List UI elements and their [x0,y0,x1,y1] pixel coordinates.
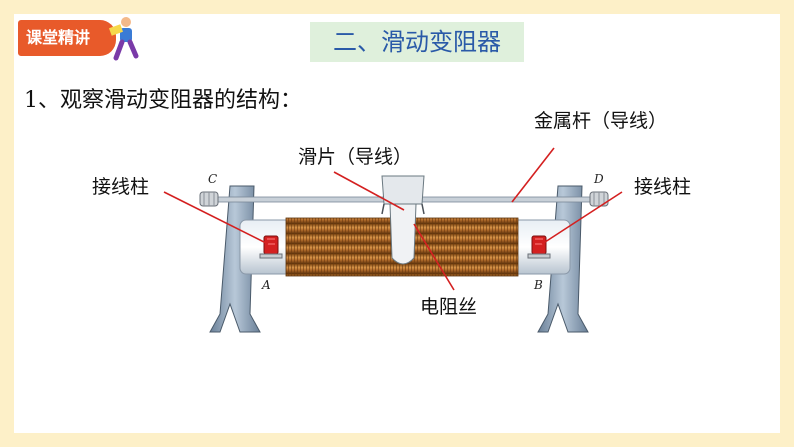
terminal-a [259,235,283,259]
point-label-b: B [534,278,543,292]
section-badge: 课堂精讲 [18,20,116,56]
label-terminal-left: 接线柱 [92,176,150,198]
running-student-icon [108,17,139,61]
section-badge-label: 课堂精讲 [26,28,91,47]
label-terminal-right: 接线柱 [634,176,692,198]
point-label-d: D [594,172,604,186]
point-label-c: C [208,172,218,186]
terminal-d [589,191,609,207]
slide-title: 二、滑动变阻器 [310,22,524,62]
label-metal-rod: 金属杆（导线） [534,110,668,132]
label-slider: 滑片（导线） [298,146,413,168]
section-heading: 1、观察滑动变阻器的结构： [24,88,302,113]
sliding-rheostat-diagram [163,147,623,333]
label-resistance-wire: 电阻丝 [420,296,478,318]
slider [381,175,425,265]
slide-title-text: 二、滑动变阻器 [333,28,501,56]
point-label-a: A [262,278,271,292]
terminal-c [199,191,219,207]
terminal-b [527,235,551,259]
slide: 课堂精讲 二、滑动变阻器 1、观察滑动变阻器的结构： [14,14,780,433]
pointer-lines [163,147,623,291]
